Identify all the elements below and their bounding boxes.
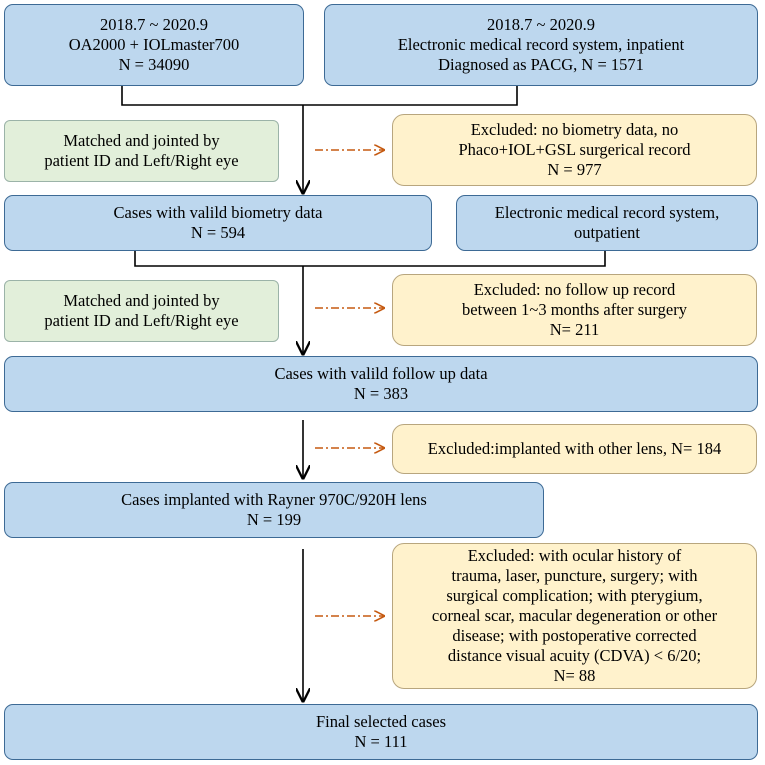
rayner-cases-box-line-2: N = 199: [246, 510, 302, 529]
join-line-top: [121, 85, 518, 106]
source-box-inpatient-records-line-1: 2018.7 ~ 2020.9: [487, 15, 595, 34]
source-box-biometry-devices-line-1: 2018.7 ~ 2020.9: [100, 15, 208, 34]
excluded-box-ocular-history-line-3: surgical complication; with pterygium,: [446, 586, 703, 605]
excluded-box-ocular-history-line-2: trauma, laser, puncture, surgery; with: [451, 566, 698, 585]
excluded-box-ocular-history-line-6: distance visual acuity (CDVA) < 6/20;: [447, 646, 702, 665]
excluded-box-other-lens: Excluded:implanted with other lens, N= 1…: [392, 424, 757, 474]
excluded-box-no-followup-line-1: Excluded: no follow up record: [473, 280, 676, 299]
biometry-cases-box-line-1: Cases with valild biometry data: [113, 203, 323, 222]
excluded-box-no-biometry-line-2: Phaco+IOL+GSL surgerical record: [458, 140, 691, 159]
excluded-box-other-lens-line-1: Excluded:implanted with other lens, N= 1…: [427, 439, 722, 458]
followup-cases-box-line-1: Cases with valild follow up data: [274, 364, 488, 383]
excluded-box-ocular-history-line-7: N= 88: [553, 666, 596, 685]
biometry-cases-box-line-2: N = 594: [190, 223, 246, 242]
match-box-1-line-1: Matched and jointed by: [63, 131, 220, 150]
rayner-cases-box: Cases implanted with Rayner 970C/920H le…: [4, 482, 544, 538]
match-box-2-line-1: Matched and jointed by: [63, 291, 220, 310]
rayner-cases-box-line-1: Cases implanted with Rayner 970C/920H le…: [121, 490, 427, 509]
match-box-1-line-2: patient ID and Left/Right eye: [44, 151, 239, 170]
source-box-inpatient-records-line-3: Diagnosed as PACG, N = 1571: [438, 55, 644, 74]
followup-cases-box-line-2: N = 383: [353, 384, 409, 403]
join-line-middle: [134, 250, 606, 267]
outpatient-records-box-line-2: outpatient: [574, 223, 640, 242]
source-box-biometry-devices-line-3: N = 34090: [118, 55, 190, 74]
final-cases-box-line-1: Final selected cases: [315, 712, 447, 731]
excluded-box-ocular-history-line-4: corneal scar, macular degeneration or ot…: [431, 606, 718, 625]
source-box-biometry-devices-line-2: OA2000 + IOLmaster700: [68, 35, 240, 54]
final-cases-box-line-2: N = 111: [354, 732, 408, 751]
match-box-2-line-2: patient ID and Left/Right eye: [44, 311, 239, 330]
source-box-inpatient-records-line-2: Electronic medical record system, inpati…: [397, 35, 685, 54]
excluded-box-ocular-history-line-1: Excluded: with ocular history of: [467, 546, 682, 565]
outpatient-records-box: Electronic medical record system,outpati…: [456, 195, 758, 251]
excluded-box-no-biometry-line-1: Excluded: no biometry data, no: [470, 120, 679, 139]
excluded-box-no-biometry-line-3: N = 977: [547, 160, 602, 179]
excluded-box-no-followup-line-3: N= 211: [549, 320, 600, 339]
excluded-box-ocular-history-line-5: disease; with postoperative corrected: [452, 626, 697, 645]
excluded-box-no-followup-line-2: between 1~3 months after surgery: [462, 300, 687, 319]
outpatient-records-box-line-1: Electronic medical record system,: [494, 203, 720, 222]
